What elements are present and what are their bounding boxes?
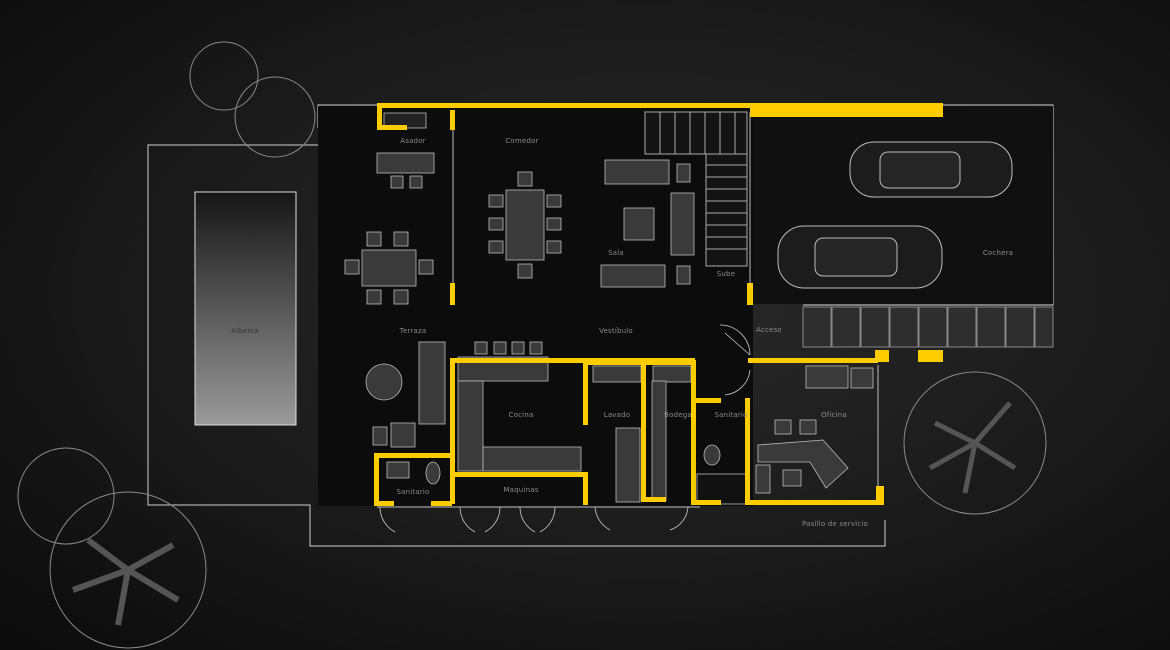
garage-paving [802,306,1054,348]
office-desk [757,439,849,489]
dining-table [505,189,545,261]
walls [374,103,943,506]
toilet-icon [703,444,721,466]
stairs [644,111,748,267]
room-label-bodega: Bodega [664,411,692,419]
room-label-sala: Sala [608,249,624,257]
room-label-oficina: Oficina [821,411,847,419]
sofa [600,264,666,288]
door-swings [379,324,751,533]
room-label-pasillo: Pasillo de servicio [802,520,868,528]
washer-dryer [615,427,641,503]
sofa [604,159,670,185]
room-label-cocina: Cocina [508,411,534,419]
toilet-icon [425,461,441,485]
office-sofa [805,365,849,389]
lounge-sofa [418,341,446,425]
room-label-sanitario-terraza: Sanitario [396,488,430,496]
room-label-comedor: Comedor [505,137,539,145]
room-label-maquinas: Maquinas [503,486,539,494]
round-table [365,363,403,401]
pool [194,191,297,426]
car-icon [777,225,943,289]
room-label-asador: Asador [400,137,426,145]
sofa [670,192,695,256]
thin-walls [377,112,879,508]
room-label-sube: Sube [716,270,736,278]
room-label-cochera: Cochera [982,249,1014,257]
room-label-alberca: Alberca [231,327,259,335]
grill-counter [376,152,435,174]
room-label-vestibulo: Vestíbulo [599,327,633,335]
room-label-lavado: Lavado [603,411,631,419]
terrace-table [361,249,417,287]
furniture [344,112,874,505]
tree-icon [17,41,1047,649]
car-icon [849,141,1013,198]
room-label-terraza: Terraza [399,327,427,335]
room-label-acceso: Acceso [756,326,782,334]
coffee-table [623,207,655,241]
room-label-sanitario-servicio: Sanitario [714,411,748,419]
